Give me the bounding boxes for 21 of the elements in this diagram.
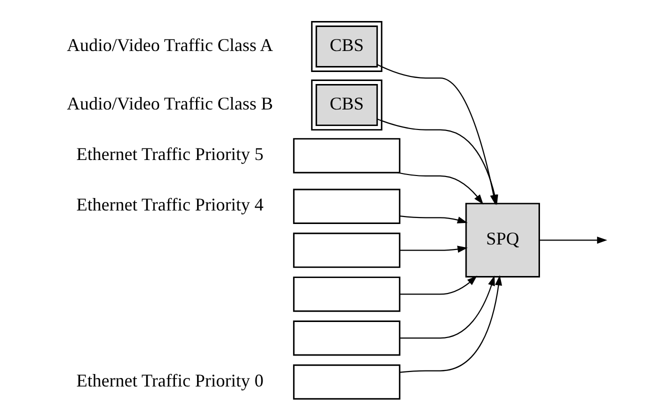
arrow	[400, 276, 478, 295]
node-box	[293, 138, 400, 174]
node-box	[293, 232, 400, 268]
node-box	[293, 188, 400, 224]
node-label: Ethernet Traffic Priority 5	[76, 144, 264, 164]
node-label: Audio/Video Traffic Class B	[66, 93, 274, 114]
node-box	[293, 276, 400, 312]
node-box	[293, 364, 400, 400]
node-box: SPQ	[465, 202, 540, 278]
node-label: Audio/Video Traffic Class A	[66, 34, 274, 55]
arrow	[400, 275, 502, 373]
arrow	[539, 236, 608, 244]
arrow	[400, 215, 468, 224]
node-label: Ethernet Traffic Priority 4	[76, 194, 264, 215]
arrow	[397, 172, 484, 205]
node-box	[293, 320, 400, 356]
arrow	[400, 246, 468, 253]
arrow	[400, 276, 495, 339]
node-box: CBS	[316, 26, 378, 68]
node-label: Ethernet Traffic Priority 0	[76, 370, 264, 390]
node-box: CBS	[316, 84, 378, 126]
